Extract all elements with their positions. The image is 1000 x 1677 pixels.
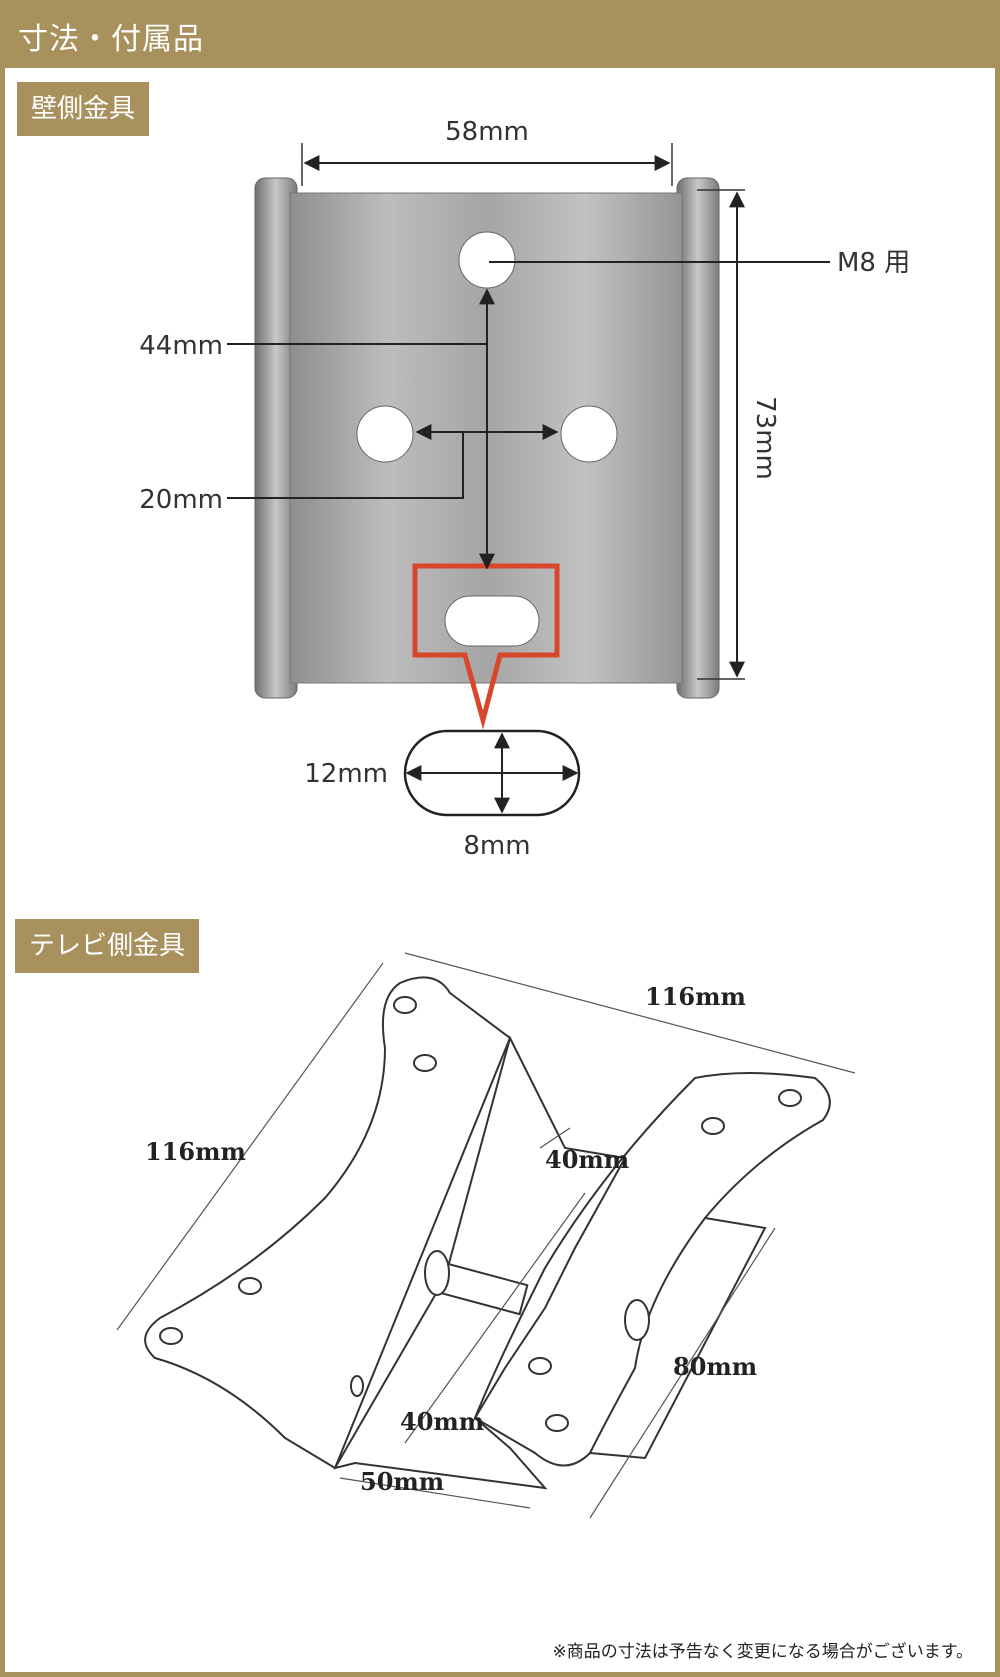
mount-hole	[238, 1277, 262, 1295]
pivot-pin-end	[624, 1299, 650, 1341]
mount-hole	[159, 1327, 183, 1345]
mount-hole	[350, 1375, 364, 1397]
dimension-diagrams: 58mm 73mm M8 用 44mm 20mm 12mm 8mm	[116, 117, 910, 1519]
tv-depth-b-label: 40mm	[400, 1407, 484, 1436]
mount-hole	[778, 1089, 802, 1107]
tv-base-label: 50mm	[360, 1467, 444, 1496]
depth-a-dim-line	[539, 1127, 571, 1149]
tv-bracket-drawing: 116mm 116mm 40mm 40mm 80mm 50mm	[116, 952, 856, 1519]
tv-width-label: 116mm	[645, 982, 746, 1011]
mount-hole	[701, 1117, 725, 1135]
base-dim-line	[339, 1477, 531, 1509]
width-dim-label: 58mm	[445, 117, 529, 147]
top-hole	[458, 231, 516, 289]
horizontal-pitch-leader	[227, 432, 464, 499]
disclaimer-note: ※商品の寸法は予告なく変更になる場合がございます。	[552, 1642, 973, 1662]
tv-depth-a-label: 40mm	[545, 1145, 629, 1174]
arm-dim-line	[589, 1227, 776, 1519]
page-title: 寸法・付属品	[18, 22, 204, 57]
wall-bracket-label: 壁側金具	[17, 82, 150, 136]
mount-hole	[545, 1414, 569, 1432]
right-flange	[676, 177, 720, 699]
pivot-pin-head	[424, 1250, 450, 1296]
right-hole	[560, 405, 618, 463]
slot-width-label: 8mm	[463, 831, 530, 861]
vertical-pitch-label: 44mm	[139, 331, 223, 361]
mount-hole	[393, 996, 417, 1014]
mount-hole	[528, 1357, 552, 1375]
rear-flange	[589, 1217, 767, 1460]
slot-hole	[444, 595, 540, 647]
hole-size-label: M8 用	[837, 248, 910, 278]
horizontal-pitch-label: 20mm	[139, 485, 223, 515]
header-bar: 寸法・付属品	[0, 0, 1000, 68]
depth-b-dim-line	[404, 1192, 586, 1444]
tv-arm-label: 80mm	[673, 1352, 757, 1381]
tv-height-label: 116mm	[145, 1137, 246, 1166]
content-panel: 壁側金具	[5, 68, 995, 1672]
right-plate	[473, 1072, 831, 1467]
tv-bracket-label: テレビ側金具	[15, 919, 200, 973]
left-hole	[356, 405, 414, 463]
wall-bracket-drawing: 58mm 73mm M8 用 44mm 20mm 12mm 8mm	[139, 117, 910, 861]
left-height-dim-line	[116, 962, 384, 1331]
top-width-dim-line	[404, 952, 856, 1074]
left-plate	[144, 976, 512, 1470]
center-channel	[333, 1035, 627, 1490]
slot-length-label: 12mm	[304, 759, 388, 789]
mount-hole	[413, 1054, 437, 1072]
slot-highlight	[412, 563, 560, 730]
height-dim-label: 73mm	[750, 396, 780, 480]
